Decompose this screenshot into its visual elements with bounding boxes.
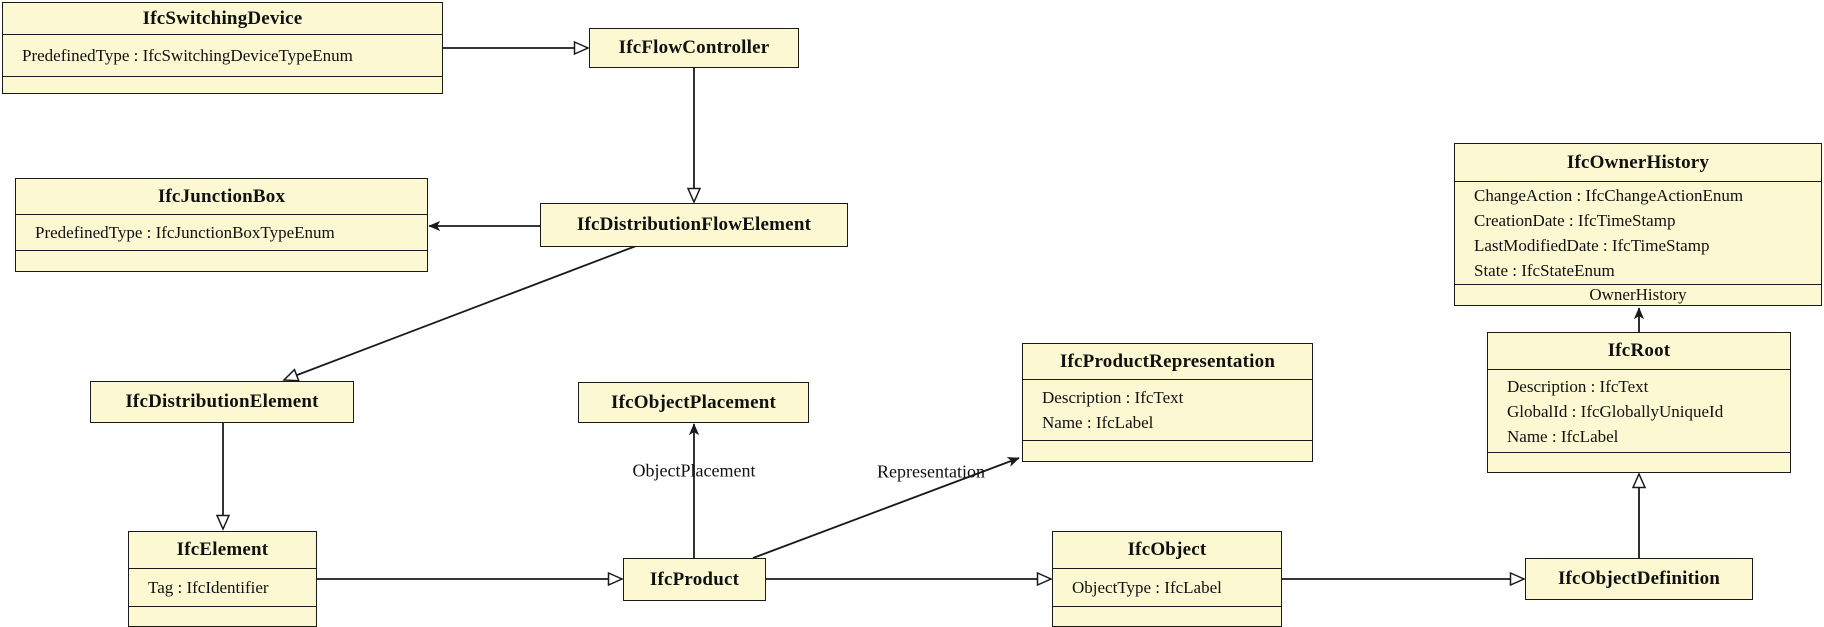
class-attributes: Tag : IfcIdentifier	[129, 568, 316, 606]
class-empty-compartment	[129, 606, 316, 626]
attribute: PredefinedType : IfcJunctionBoxTypeEnum	[35, 223, 335, 242]
attribute: Tag : IfcIdentifier	[148, 578, 269, 597]
class-box-ifcroot: IfcRoot Description : IfcText GlobalId :…	[1487, 332, 1791, 473]
attribute: State : IfcStateEnum	[1474, 261, 1615, 280]
class-title: IfcJunctionBox	[157, 185, 286, 207]
class-box-ifcjunctionbox: IfcJunctionBox PredefinedType : IfcJunct…	[15, 178, 428, 272]
class-title: IfcOwnerHistory	[1566, 151, 1710, 173]
attribute: PredefinedType : IfcSwitchingDeviceTypeE…	[22, 46, 353, 65]
edge-label-objectplacement: ObjectPlacement	[632, 460, 756, 481]
class-title: IfcObjectPlacement	[610, 391, 777, 413]
class-title: IfcRoot	[1607, 340, 1671, 361]
class-footer-label: OwnerHistory	[1455, 284, 1821, 305]
attribute: Description : IfcText	[1042, 388, 1184, 407]
class-empty-compartment	[1053, 606, 1281, 626]
class-box-ifcproduct: IfcProduct	[623, 558, 766, 601]
class-box-ifcswitchingdevice: IfcSwitchingDevice PredefinedType : IfcS…	[2, 2, 443, 94]
class-attributes: ObjectType : IfcLabel	[1053, 568, 1281, 606]
class-title: IfcProduct	[649, 568, 740, 590]
class-attributes: Description : IfcText Name : IfcLabel	[1023, 379, 1312, 440]
attribute: CreationDate : IfcTimeStamp	[1474, 211, 1676, 230]
attribute: GlobalId : IfcGloballyUniqueId	[1507, 401, 1724, 421]
class-title: IfcElement	[176, 539, 269, 560]
attribute: LastModifiedDate : IfcTimeStamp	[1474, 236, 1710, 255]
class-title: IfcSwitchingDevice	[142, 7, 303, 29]
class-box-ifcelement: IfcElement Tag : IfcIdentifier	[128, 531, 317, 627]
class-empty-compartment	[1488, 452, 1790, 472]
class-title: IfcDistributionElement	[125, 391, 319, 412]
class-box-ifcownerhistory: IfcOwnerHistory ChangeAction : IfcChange…	[1454, 143, 1822, 306]
edge-product-productrepresentation	[752, 458, 1019, 559]
class-attributes: ChangeAction : IfcChangeActionEnum Creat…	[1455, 181, 1821, 284]
class-box-ifcdistributionflowelement: IfcDistributionFlowElement	[540, 203, 848, 247]
class-title: IfcObjectDefinition	[1557, 568, 1721, 589]
attribute: ChangeAction : IfcChangeActionEnum	[1474, 186, 1744, 205]
class-box-ifcobject: IfcObject ObjectType : IfcLabel	[1052, 531, 1282, 627]
class-box-ifcobjectplacement: IfcObjectPlacement	[578, 382, 809, 423]
edge-label-representation: Representation	[877, 461, 985, 482]
attribute: Name : IfcLabel	[1507, 426, 1619, 446]
edge-distributionflowelement-distributionelement	[284, 245, 637, 380]
attribute: ObjectType : IfcLabel	[1072, 578, 1222, 597]
class-title: IfcProductRepresentation	[1059, 350, 1276, 372]
class-empty-compartment	[1023, 440, 1312, 461]
class-attributes: Description : IfcText GlobalId : IfcGlob…	[1488, 369, 1790, 452]
class-box-ifcobjectdefinition: IfcObjectDefinition	[1525, 558, 1753, 600]
class-box-ifcflowcontroller: IfcFlowController	[589, 28, 799, 68]
class-box-ifcdistributionelement: IfcDistributionElement	[90, 381, 354, 423]
class-title: IfcDistributionFlowElement	[576, 214, 812, 235]
class-attributes: PredefinedType : IfcSwitchingDeviceTypeE…	[3, 34, 442, 76]
class-box-ifcproductrepresentation: IfcProductRepresentation Description : I…	[1022, 343, 1313, 462]
class-empty-compartment	[16, 250, 427, 271]
attribute: Name : IfcLabel	[1042, 413, 1154, 432]
class-title: IfcFlowController	[618, 37, 770, 58]
class-empty-compartment	[3, 76, 442, 93]
class-attributes: PredefinedType : IfcJunctionBoxTypeEnum	[16, 214, 427, 250]
class-title: IfcObject	[1127, 539, 1207, 560]
attribute: Description : IfcText	[1507, 376, 1649, 396]
